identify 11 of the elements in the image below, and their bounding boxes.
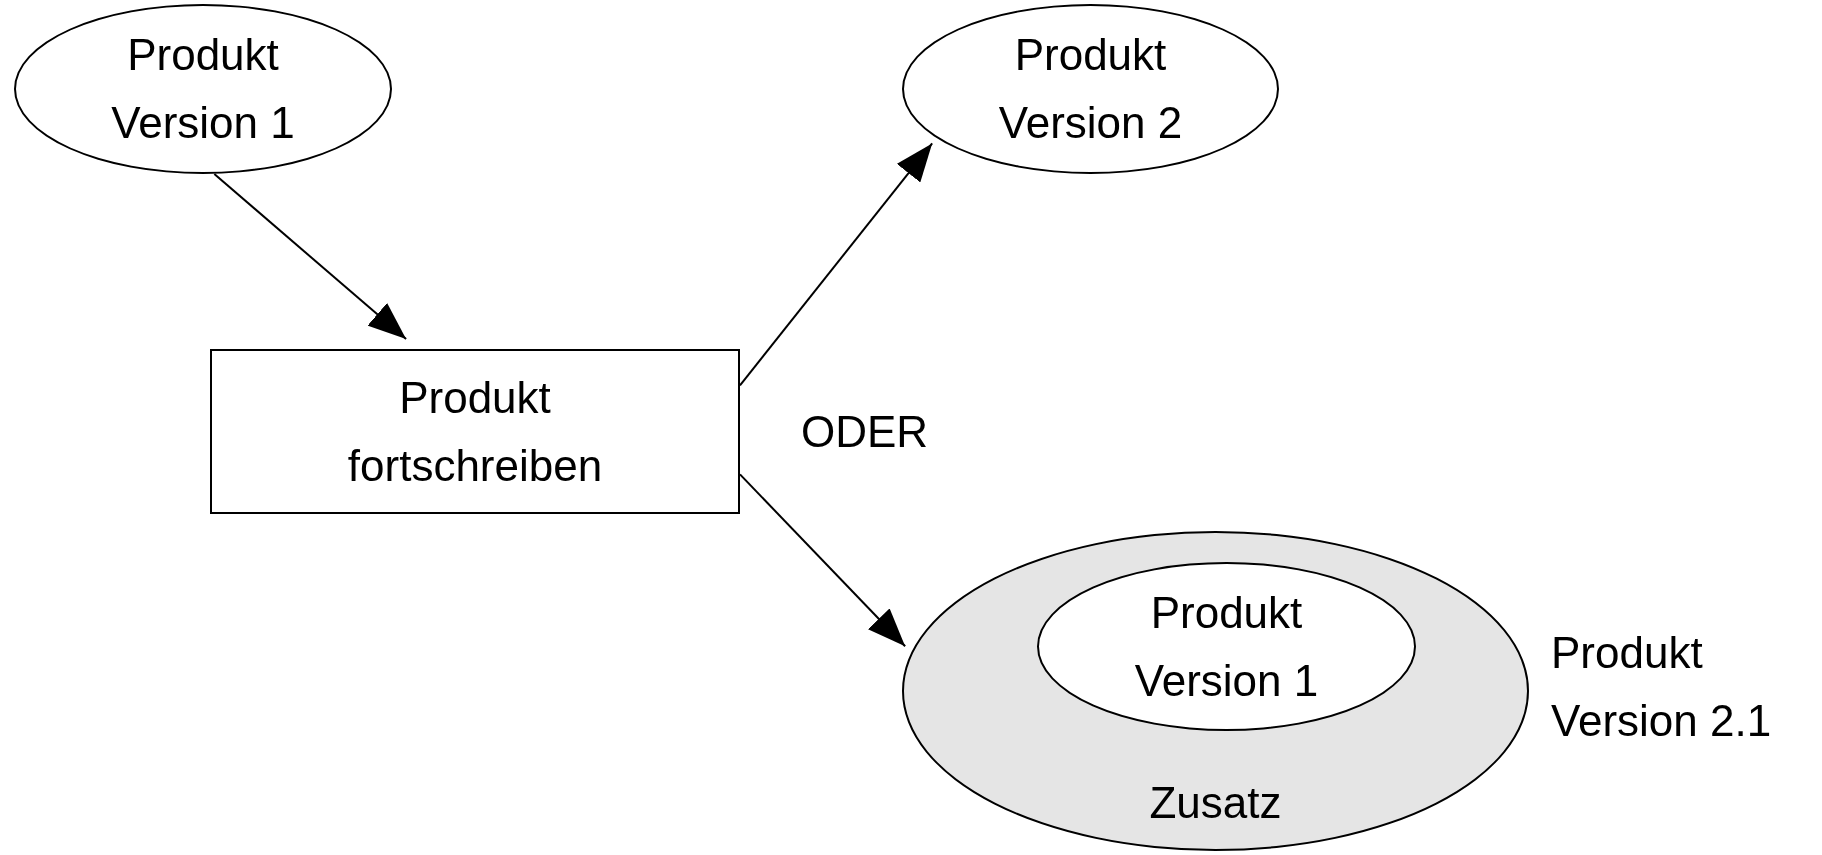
process-box [210,349,740,514]
arrow [213,173,408,341]
node-caption: Produkt Version 2.1 [1551,627,1773,747]
arrow [739,142,934,387]
node-label: Produkt Version 2 [997,29,1184,149]
node-label: Zusatz [1148,777,1283,829]
connector-label: ODER [801,406,929,458]
node-label: Produkt Version 1 [1133,586,1320,707]
node-label: Produkt fortschreiben [346,371,604,492]
node-label: Produkt Version 1 [110,29,296,149]
arrow [739,473,907,648]
